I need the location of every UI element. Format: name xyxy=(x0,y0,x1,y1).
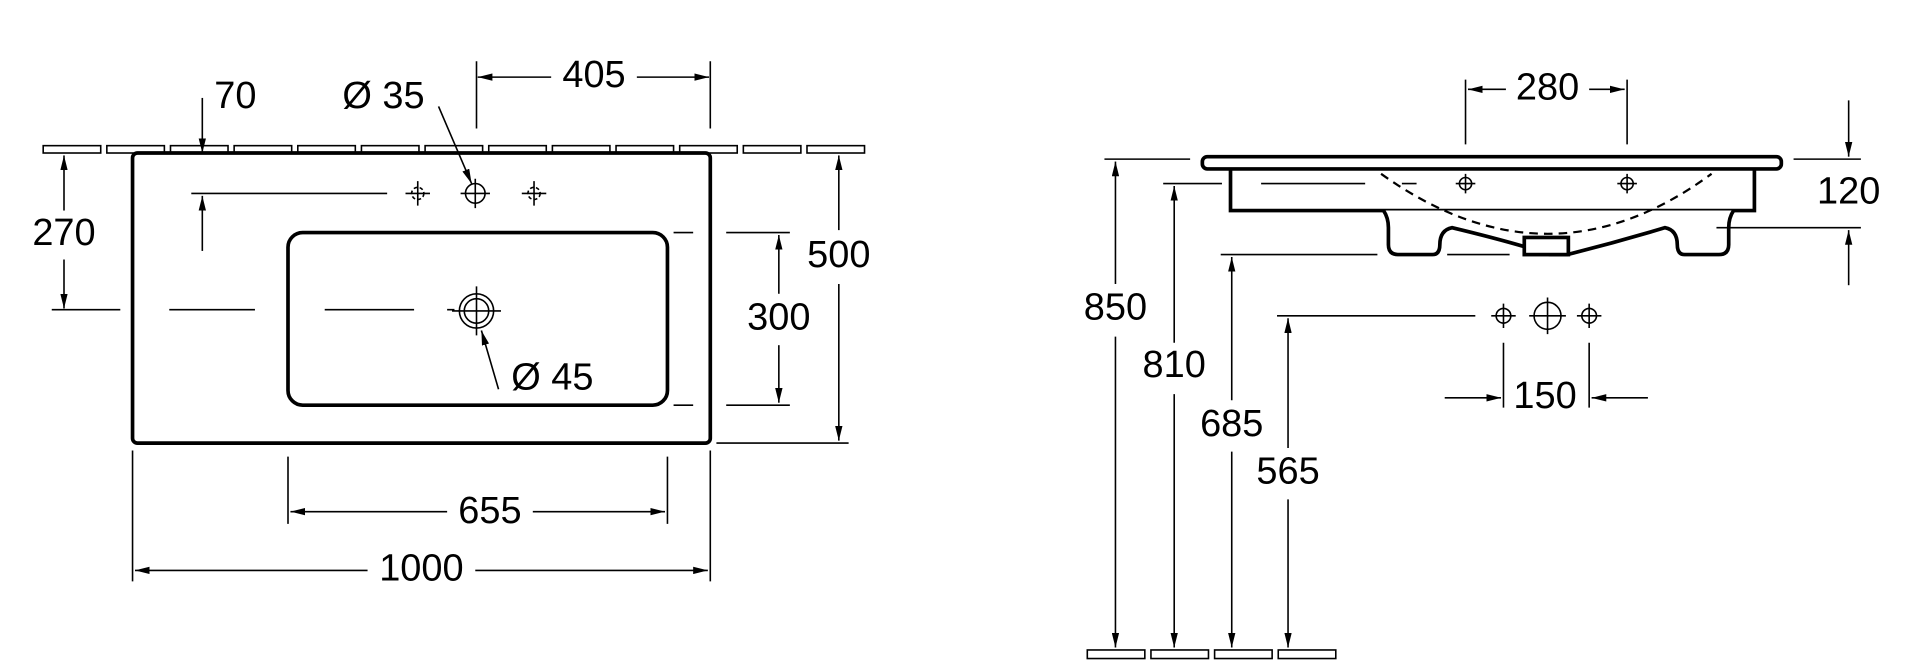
dim-685-label: 685 xyxy=(1200,403,1263,445)
dim-500-label: 500 xyxy=(807,234,870,276)
dim-270-label: 270 xyxy=(32,212,95,254)
waste-outlet xyxy=(1522,235,1571,257)
side-view: 280 120 850 810 685 565 xyxy=(1084,66,1880,660)
dim-850-label: 850 xyxy=(1084,287,1147,329)
dim-405-label: 405 xyxy=(562,54,625,96)
dim-tap-hole-label: Ø 35 xyxy=(342,75,424,117)
dim-drain-hole-label: Ø 45 xyxy=(511,356,593,398)
basin-body-profile xyxy=(1228,168,1757,213)
dim-120-label: 120 xyxy=(1817,170,1880,212)
dim-1000-label: 1000 xyxy=(379,547,463,589)
dim-655-label: 655 xyxy=(458,490,521,532)
floor-tiles xyxy=(1086,649,1337,660)
tap-hole-icon xyxy=(460,178,490,209)
bowl-hidden-line xyxy=(1380,172,1713,235)
dim-70-label: 70 xyxy=(214,75,256,117)
dim-280-label: 280 xyxy=(1516,66,1579,108)
plan-view: 70 Ø 35 405 270 300 500 Ø 45 655 xyxy=(32,54,870,589)
wall-tiles xyxy=(42,144,866,154)
dim-565-label: 565 xyxy=(1256,451,1319,493)
tap-hole-right-icon xyxy=(1617,173,1637,194)
basin-top-slab xyxy=(1200,154,1784,171)
wall-tile xyxy=(742,144,802,154)
tap-hole-marker-left-icon xyxy=(405,181,430,206)
tap-marker-right-icon xyxy=(1576,303,1602,329)
dim-300-label: 300 xyxy=(747,296,810,338)
wall-tile xyxy=(806,144,866,154)
wall-tile xyxy=(42,144,102,154)
tap-hole-main-icon xyxy=(1529,297,1566,335)
tap-hole-left-icon xyxy=(1455,173,1476,194)
dim-810-label: 810 xyxy=(1143,344,1206,386)
drain-hole-icon xyxy=(452,286,501,336)
tap-hole-marker-right-icon xyxy=(521,181,547,206)
dim-150-label: 150 xyxy=(1513,375,1576,417)
tap-marker-left-icon xyxy=(1491,303,1516,329)
bowl-outline xyxy=(286,230,670,407)
